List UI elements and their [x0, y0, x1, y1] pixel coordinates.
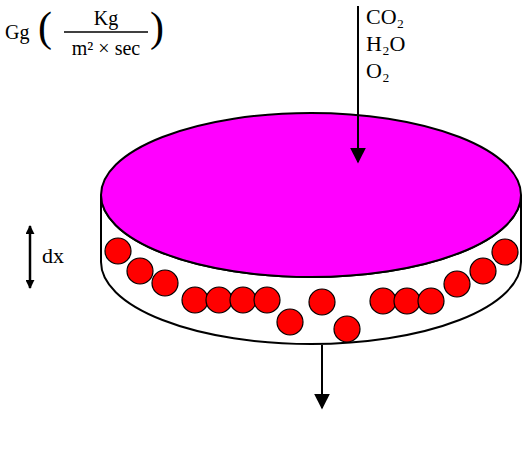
unit-numerator: Kg	[94, 8, 118, 28]
flux-symbol: Gg	[5, 22, 29, 42]
thickness-label: dx	[42, 245, 64, 267]
fraction-bar	[64, 31, 148, 33]
thickness-arrow	[29, 226, 32, 288]
disc-top	[101, 113, 521, 277]
unit-denominator: m² × sec	[72, 38, 140, 58]
outflow-arrow	[321, 345, 323, 408]
gas-name: O₂	[366, 60, 390, 82]
bracket: (	[38, 6, 52, 48]
gas-name: CO₂	[366, 6, 404, 28]
bracket: )	[150, 6, 164, 48]
inflow-arrow	[357, 6, 359, 162]
gas-name: H₂O	[366, 33, 405, 55]
